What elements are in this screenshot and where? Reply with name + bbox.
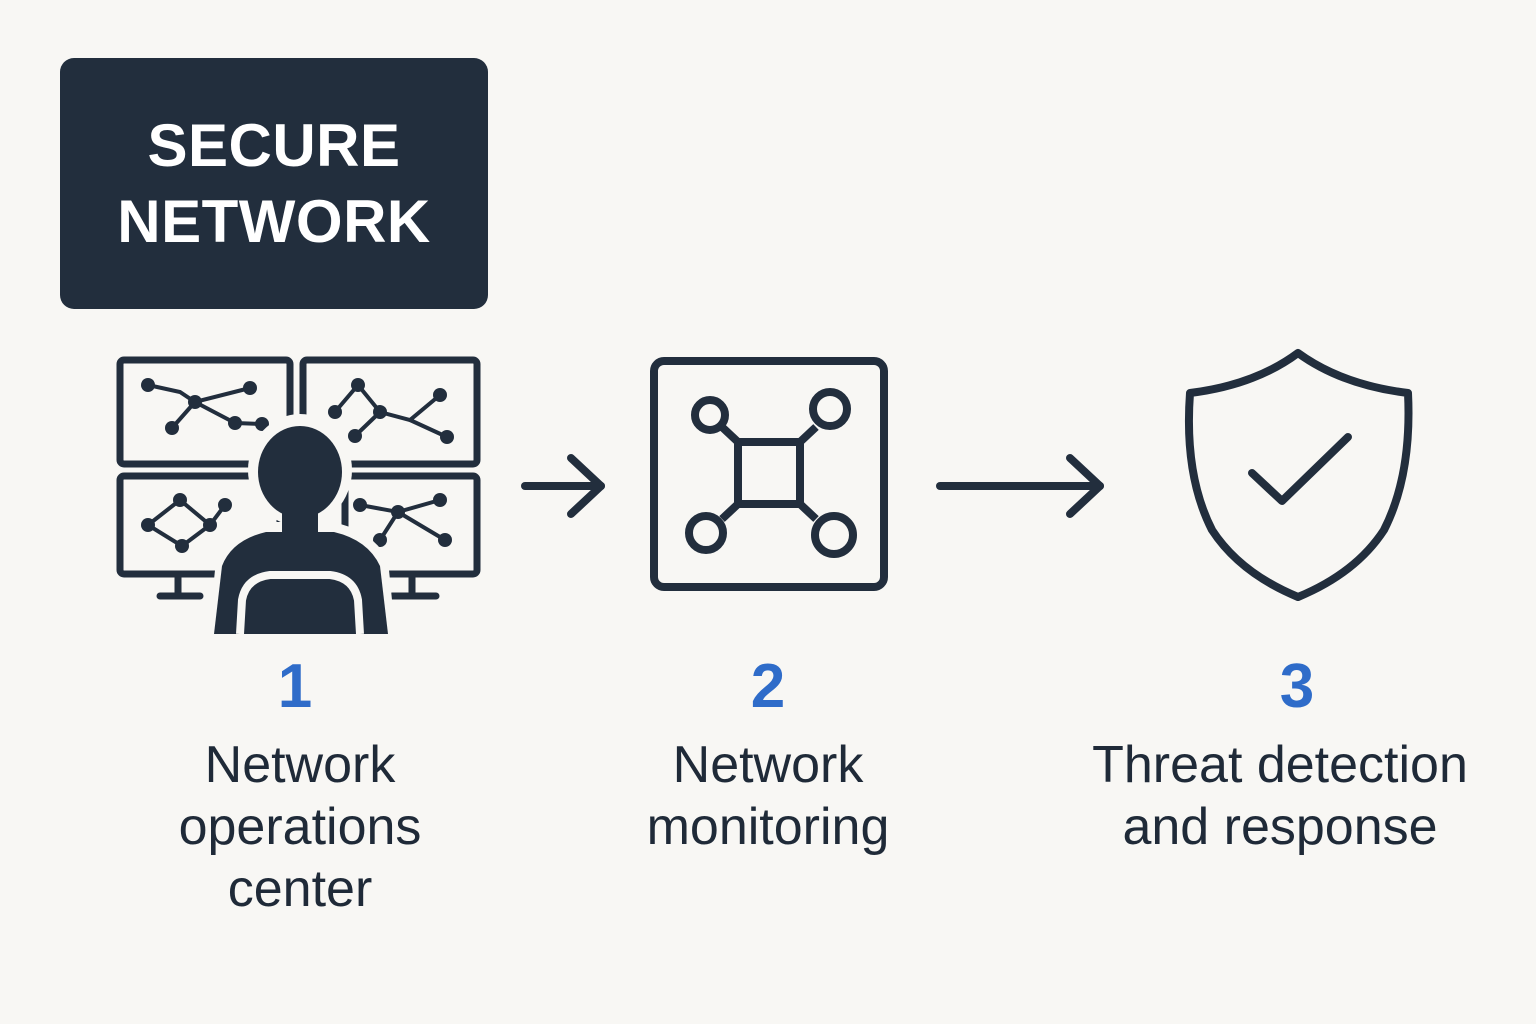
step-label-2-line-1: Network (672, 736, 864, 794)
shield-check-icon (1184, 349, 1413, 601)
step-label-2: Network monitoring (538, 734, 998, 858)
step-label-1-line-2: operations (178, 798, 422, 856)
title-line-2: NETWORK (117, 187, 431, 255)
step-number-2: 2 (750, 652, 786, 721)
step-label-1: Network operations center (70, 734, 530, 920)
step-label-1-line-3: center (227, 860, 373, 918)
title-line-1: SECURE (147, 111, 401, 179)
title-box: SECURE NETWORK (60, 58, 488, 309)
step-number-1: 1 (277, 652, 313, 721)
arrow-right-long-icon (936, 454, 1104, 518)
step-label-3-line-2: and response (1122, 798, 1438, 856)
arrow-right-icon (521, 454, 605, 518)
network-nodes-icon (650, 357, 888, 591)
step-label-3-line-1: Threat detection (1092, 736, 1468, 794)
operator-monitors-icon (116, 356, 481, 640)
step-label-1-line-1: Network (204, 736, 396, 794)
step-number-3: 3 (1279, 652, 1315, 721)
step-label-2-line-2: monitoring (646, 798, 890, 856)
step-label-3: Threat detection and response (1050, 734, 1510, 858)
